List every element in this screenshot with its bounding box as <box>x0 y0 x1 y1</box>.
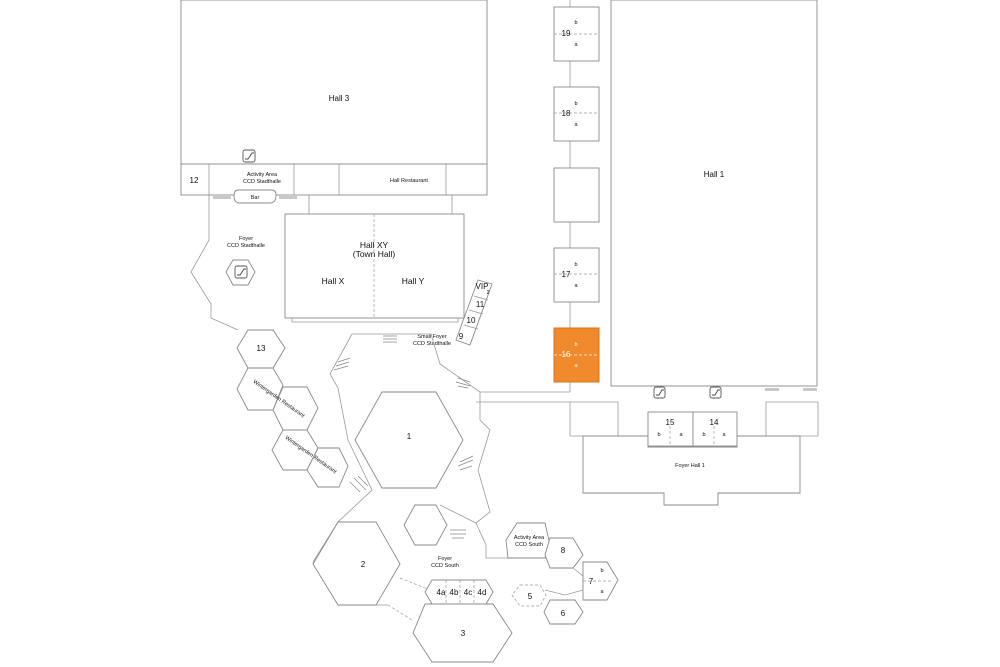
room-17b-label: b <box>574 262 577 268</box>
escalator-icon <box>653 386 666 399</box>
room-unnamed[interactable] <box>553 167 600 223</box>
room-14[interactable] <box>692 411 738 447</box>
hall-xy-label-2: (Town Hall) <box>353 249 396 259</box>
room-4a-label[interactable]: 4a <box>437 588 446 597</box>
room-4d-label[interactable]: 4d <box>478 588 487 597</box>
room-2-small-label: 2 <box>486 290 489 296</box>
foyer-south-label-1: Foyer <box>438 556 452 562</box>
room-6-label: 6 <box>561 609 566 618</box>
room-11-label: 11 <box>476 300 485 309</box>
room-6[interactable] <box>543 599 584 625</box>
room-2-label: 2 <box>361 560 366 569</box>
room-15a-label: a <box>679 432 683 438</box>
foyer-south-core <box>403 504 448 546</box>
activity-area-stadthalle-label-1: Activity Area <box>247 172 278 178</box>
room-14a-label: a <box>722 432 726 438</box>
room-7a-label: a <box>600 589 604 595</box>
room-13-label: 13 <box>257 344 266 353</box>
hall-xy[interactable] <box>284 213 465 319</box>
room-7b-label: b <box>600 568 603 574</box>
foyer-stadthalle-label-2: CCD Stadthalle <box>227 243 265 249</box>
room-17a-label: a <box>574 283 578 289</box>
hall-3-service-row <box>180 163 488 196</box>
room-17[interactable] <box>553 247 600 303</box>
room-18a-label: a <box>574 122 578 128</box>
wintergarden-restaurant-d[interactable] <box>306 447 349 488</box>
room-3-label: 3 <box>461 629 466 638</box>
room-15b-label: b <box>657 432 660 438</box>
foyer-hall-1-label: Foyer Hall 1 <box>675 463 705 469</box>
hall-restaurant-label: Hall Restaurant <box>390 178 428 184</box>
room-17-label: 17 <box>562 270 571 279</box>
room-18-label: 18 <box>562 109 571 118</box>
room-8-label: 8 <box>561 546 566 555</box>
room-4c-label[interactable]: 4c <box>464 588 472 597</box>
room-16-label: 16 <box>562 350 571 359</box>
vip-label: VIP <box>476 282 489 291</box>
foyer-stadthalle-label-1: Foyer <box>239 236 253 242</box>
room-18[interactable] <box>553 86 600 142</box>
room-5[interactable] <box>511 584 547 607</box>
room-9-label: 9 <box>459 332 464 341</box>
room-10-label: 10 <box>467 316 476 325</box>
room-16a-label: a <box>574 363 578 369</box>
room-16b-label: b <box>574 342 577 348</box>
room-19b-label: b <box>574 20 577 26</box>
activity-area-stadthalle-label-2: CCD Stadthalle <box>243 179 281 185</box>
room-4b-label[interactable]: 4b <box>450 588 459 597</box>
hall-x-label: Hall X <box>322 276 345 286</box>
room-7-label: 7 <box>589 577 594 586</box>
room-14b-label: b <box>702 432 705 438</box>
room-1-label: 1 <box>407 432 412 441</box>
bar[interactable] <box>233 189 277 204</box>
hall-1-label: Hall 1 <box>704 170 725 179</box>
room-1[interactable] <box>354 391 464 489</box>
room-15[interactable] <box>647 411 694 447</box>
room-14-label: 14 <box>710 418 719 427</box>
activity-area-south-label-1: Activity Area <box>514 535 545 541</box>
small-foyer-label-2: CCD Stadthalle <box>413 341 451 347</box>
hall-1[interactable] <box>610 0 818 387</box>
room-15-label: 15 <box>666 418 675 427</box>
escalator-icon <box>709 386 722 399</box>
bar-label: Bar <box>251 195 260 201</box>
room-18b-label: b <box>574 101 577 107</box>
foyer-hall-1[interactable] <box>582 435 801 506</box>
room-2[interactable] <box>312 521 401 606</box>
hall-3-label: Hall 3 <box>329 94 350 103</box>
foyer-south-label-2: CCD South <box>431 563 459 569</box>
activity-area-south[interactable] <box>505 522 551 559</box>
room-19a-label: a <box>574 42 578 48</box>
room-5-label: 5 <box>528 592 533 601</box>
hall-y-label: Hall Y <box>402 276 425 286</box>
room-12-label: 12 <box>190 176 199 185</box>
escalator-icon <box>242 149 256 163</box>
hall-3[interactable] <box>180 0 488 165</box>
activity-area-south-label-2: CCD South <box>515 542 543 548</box>
room-19-label: 19 <box>562 29 571 38</box>
hall-xy-label-1: Hall XY <box>360 240 389 250</box>
escalator-icon <box>234 265 248 279</box>
rooms-9-11-strip <box>455 279 493 346</box>
room-3[interactable] <box>412 603 513 663</box>
